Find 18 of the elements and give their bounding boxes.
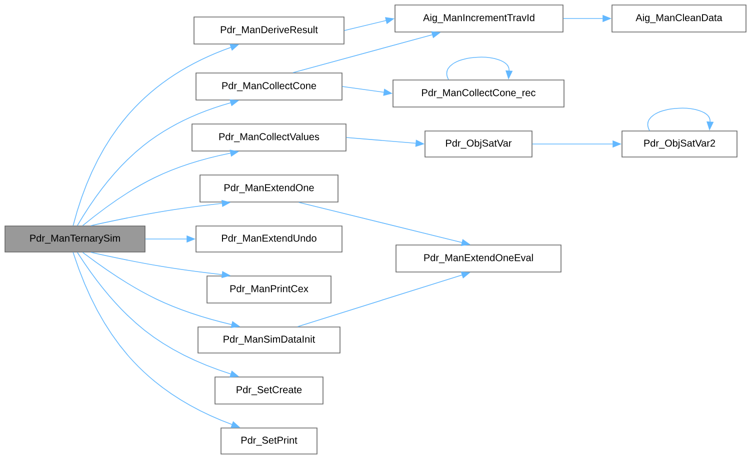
function-box: Pdr_ManCollectCone_rec xyxy=(392,80,564,108)
function-box: Pdr_ManExtendOne xyxy=(200,174,338,202)
function-box: Aig_ManIncrementTravId xyxy=(394,4,564,32)
arrow xyxy=(647,108,714,131)
arrow xyxy=(446,56,513,80)
function-box: Pdr_ObjSatVar xyxy=(424,130,532,158)
function-box: Pdr_ManDeriveResult xyxy=(194,16,344,44)
function-box: Pdr_ObjSatVar2 xyxy=(622,130,738,158)
function-box: Pdr_ManExtendUndo xyxy=(196,226,342,252)
function-box: Pdr_ManPrintCex xyxy=(206,276,332,304)
function-box: Pdr_ManExtendOneEval xyxy=(396,244,562,272)
function-box: Pdr_ManCollectValues xyxy=(192,124,346,152)
function-box: Pdr_SetPrint xyxy=(220,428,318,454)
function-box: Pdr_ManTernarySim xyxy=(4,226,146,252)
function-box: Aig_ManCleanData xyxy=(612,4,746,32)
function-box: Pdr_SetCreate xyxy=(214,376,324,404)
function-box: Pdr_ManCollectCone xyxy=(196,72,342,100)
function-box: Pdr_ManSimDataInit xyxy=(198,326,340,354)
